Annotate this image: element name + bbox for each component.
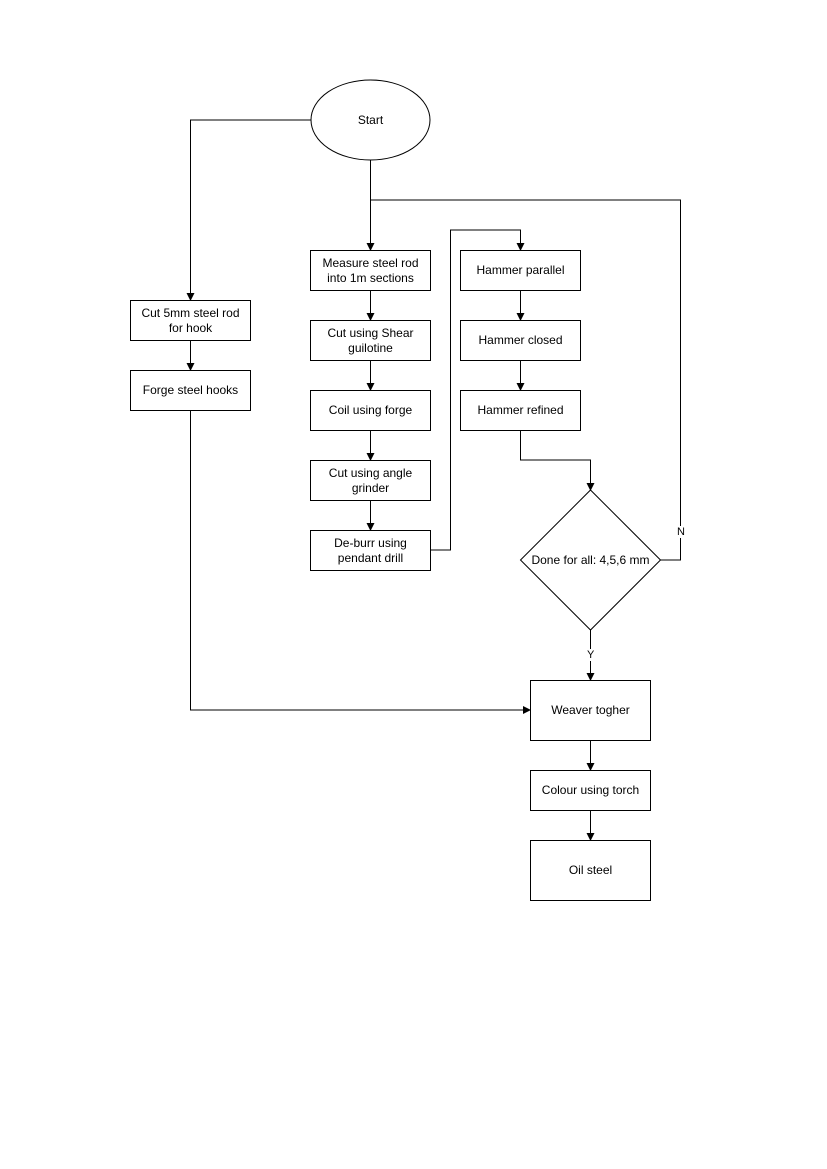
forge-hooks-node: Forge steel hooks	[130, 370, 251, 411]
edge-deburr-hammer-parallel	[431, 229, 525, 551]
decision-label: Done for all: 4,5,6 mm	[531, 552, 650, 567]
decision-node: Done for all: 4,5,6 mm	[522, 540, 659, 580]
deburr-label: De-burr using pendant drill	[334, 535, 407, 565]
start-node: Start	[311, 80, 430, 160]
deburr-node: De-burr using pendant drill	[310, 530, 431, 571]
shear-label: Cut using Shear guilotine	[327, 325, 414, 355]
hammer-closed-node: Hammer closed	[460, 320, 581, 361]
measure-label: Measure steel rod into 1m sections	[322, 255, 419, 285]
grinder-node: Cut using angle grinder	[310, 460, 431, 501]
cut-hook-label: Cut 5mm steel rod for hook	[141, 305, 240, 335]
edge-label-yes: Y	[586, 649, 596, 661]
start-label: Start	[357, 112, 384, 127]
edge-refined-decision	[520, 430, 595, 491]
weave-node: Weaver togher	[530, 680, 651, 741]
colour-label: Colour using torch	[541, 783, 640, 797]
colour-node: Colour using torch	[530, 770, 651, 811]
weave-label: Weaver togher	[551, 703, 630, 717]
forge-hooks-label: Forge steel hooks	[142, 383, 239, 397]
hammer-parallel-node: Hammer parallel	[460, 250, 581, 291]
hammer-refined-label: Hammer refined	[477, 403, 564, 417]
cut-hook-node: Cut 5mm steel rod for hook	[130, 300, 251, 341]
hammer-parallel-label: Hammer parallel	[476, 263, 565, 277]
coil-node: Coil using forge	[310, 390, 431, 431]
measure-node: Measure steel rod into 1m sections	[310, 250, 431, 291]
edge-decision-no	[370, 199, 681, 561]
edge-forge-weave	[190, 410, 531, 714]
hammer-closed-label: Hammer closed	[478, 333, 563, 347]
oil-node: Oil steel	[530, 840, 651, 901]
shear-node: Cut using Shear guilotine	[310, 320, 431, 361]
edge-start-cut-hook	[186, 119, 311, 301]
grinder-label: Cut using angle grinder	[328, 465, 413, 495]
coil-label: Coil using forge	[328, 403, 413, 417]
edge-label-no: N	[676, 526, 686, 538]
oil-label: Oil steel	[568, 863, 613, 877]
hammer-refined-node: Hammer refined	[460, 390, 581, 431]
